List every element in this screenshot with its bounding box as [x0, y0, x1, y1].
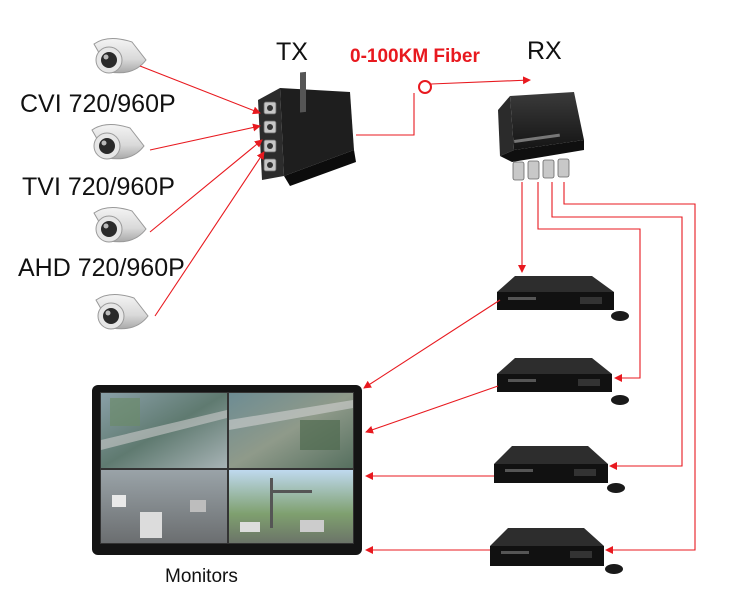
camera-view-2: [229, 393, 353, 468]
fiber-coil-icon: [418, 80, 432, 94]
camera-view-4: [229, 470, 353, 543]
rx-receiver-icon: [498, 92, 584, 181]
arrow-camera4-tx: [154, 151, 265, 317]
monitor-icon: [92, 385, 362, 555]
arrow-rx-dvr3: [551, 182, 683, 470]
tx-label: TX: [276, 38, 308, 66]
arrow-camera1-tx: [139, 65, 261, 115]
fiber-link: [356, 93, 415, 136]
connection-arrows: [139, 65, 696, 554]
arrow-camera3-tx: [149, 139, 263, 233]
camera-icon-1: [93, 38, 147, 74]
arrow-dvr2-monitor: [365, 385, 499, 434]
camera-icon-3: [93, 207, 147, 243]
tvi-label: TVI 720/960P: [22, 173, 175, 201]
dvr-recorder-icon-1: [497, 276, 629, 321]
cvi-label: CVI 720/960P: [20, 90, 176, 118]
dvr-recorder-icon-2: [497, 358, 629, 405]
fiber-label: 0-100KM Fiber: [350, 46, 480, 67]
dvr-recorder-icon-3: [494, 446, 625, 493]
arrow-rx-dvr4: [563, 182, 696, 554]
camera-view-1: [101, 393, 227, 468]
ahd-label: AHD 720/960P: [18, 254, 185, 282]
rx-label: RX: [527, 37, 562, 65]
arrow-dvr1-monitor: [363, 299, 501, 389]
camera-view-3: [101, 470, 227, 543]
camera-icon-4: [95, 294, 149, 330]
tx-transmitter-icon: [258, 71, 356, 186]
camera-icon-2: [91, 124, 145, 160]
monitors-label: Monitors: [165, 566, 238, 587]
arrow-camera2-tx: [149, 123, 261, 151]
dvr-recorder-icon-4: [490, 528, 623, 574]
arrow-rx-dvr2: [537, 182, 641, 382]
